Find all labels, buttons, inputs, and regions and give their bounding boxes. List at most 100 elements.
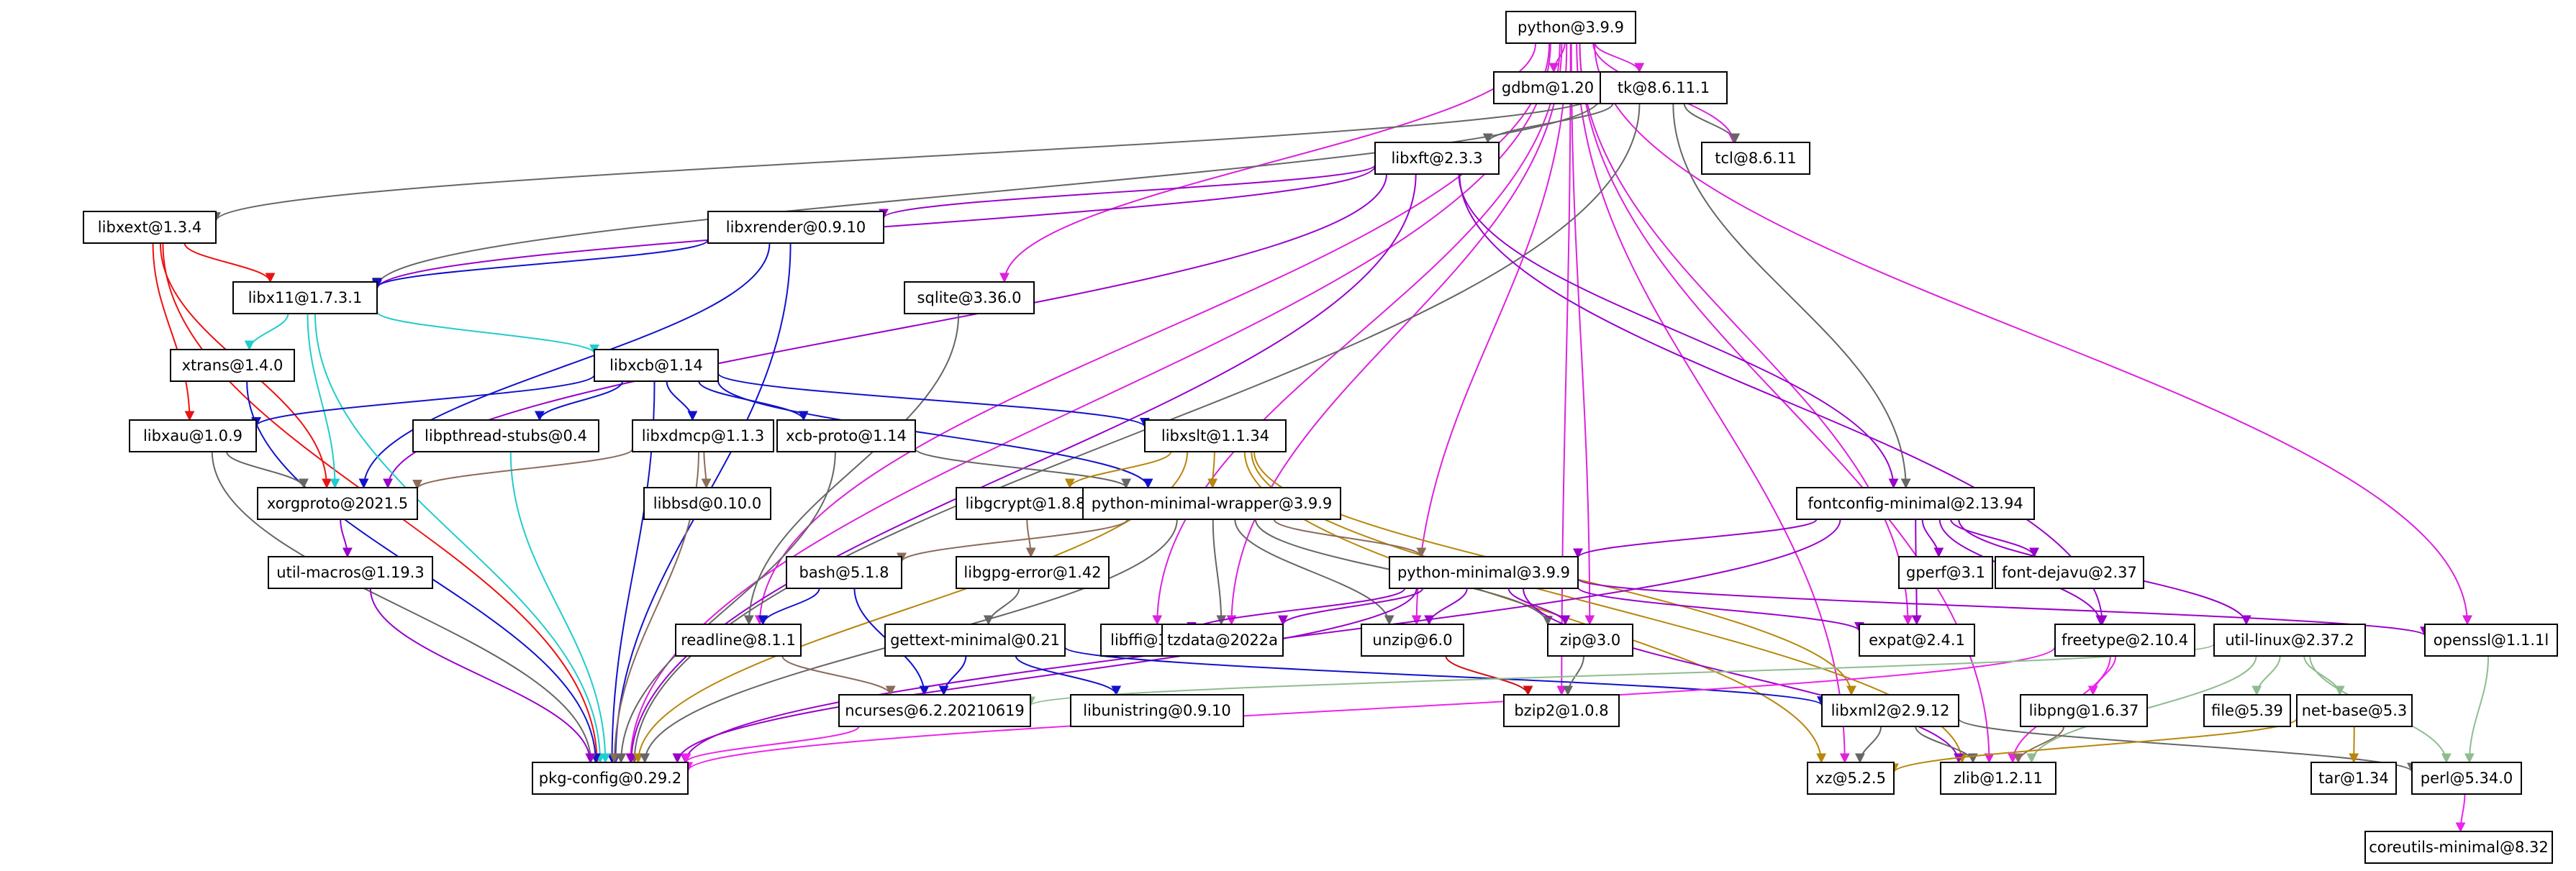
node-label: gettext-minimal@0.21 xyxy=(890,631,1060,649)
edge-gettext-minimal-0-21-to-ncurses-6-2-20210619 xyxy=(938,655,967,696)
edge-libgpg-error-1-42-to-gettext-minimal-0-21 xyxy=(983,588,1020,626)
edge-python-3-9-9-to-readline-8-1-1 xyxy=(754,42,1551,626)
node-tk-8-6-11-1: tk@8.6.11.1 xyxy=(1600,71,1728,104)
node-expat-2-4-1: expat@2.4.1 xyxy=(1859,624,1975,657)
node-libxml2-2-9-12: libxml2@2.9.12 xyxy=(1821,694,1959,727)
node-box xyxy=(707,211,884,244)
node-label: util-macros@1.19.3 xyxy=(276,564,424,581)
node-box xyxy=(956,487,1095,520)
node-box xyxy=(786,556,902,589)
node-box xyxy=(1940,762,2056,795)
node-box xyxy=(83,211,217,244)
node-box xyxy=(170,349,295,382)
node-xz-5-2-5: xz@5.2.5 xyxy=(1807,762,1895,795)
edge-python-minimal-3-9-9-to-expat-2-4-1 xyxy=(1577,586,1864,632)
node-label: libxau@1.0.9 xyxy=(143,427,242,444)
node-box xyxy=(1859,624,1975,657)
node-label: libxrender@0.9.10 xyxy=(726,219,866,236)
edge-libxft-2-3-3-to-fontconfig-minimal-2-13-94 xyxy=(1458,173,1899,489)
node-label: xcb-proto@1.14 xyxy=(786,427,907,444)
edge-python-minimal-wrapper-3-9-9-to-bash-5-1-8 xyxy=(897,519,1128,563)
node-label: gperf@3.1 xyxy=(1906,564,1985,581)
node-label: tk@8.6.11.1 xyxy=(1618,79,1710,96)
edge-freetype-2-10-4-to-libpng-1-6-37 xyxy=(2087,655,2117,696)
edge-python-3-9-9-to-libffi-3-3 xyxy=(1152,42,1561,626)
node-label: libunistring@0.9.10 xyxy=(1083,702,1231,719)
node-bzip2-1-0-8: bzip2@1.0.8 xyxy=(1503,694,1620,727)
edge-libxrender-0-9-10-to-xorgproto-2021-5 xyxy=(358,242,771,489)
node-libxau-1-0-9: libxau@1.0.9 xyxy=(129,419,257,452)
node-libpng-1-6-37: libpng@1.6.37 xyxy=(2020,694,2148,727)
node-xtrans-1-4-0: xtrans@1.4.0 xyxy=(170,349,295,382)
node-box xyxy=(129,419,257,452)
node-libxext-1-3-4: libxext@1.3.4 xyxy=(83,211,217,244)
edge-libxext-1-3-4-to-libx11-1-7-3-1 xyxy=(183,242,276,283)
node-xcb-proto-1-14: xcb-proto@1.14 xyxy=(776,419,916,452)
node-box xyxy=(1898,556,1993,589)
edge-libx11-1-7-3-1-to-pkg-config-0-29-2 xyxy=(314,313,606,764)
node-ncurses-6-2-20210619: ncurses@6.2.20210619 xyxy=(838,694,1031,727)
node-label: coreutils-minimal@8.32 xyxy=(2369,839,2549,856)
node-box xyxy=(1547,624,1633,657)
node-sqlite-3-36-0: sqlite@3.36.0 xyxy=(904,281,1035,314)
edge-freetype-2-10-4-to-pkg-config-0-29-2 xyxy=(683,646,2056,772)
edge-python-3-9-9-to-openssl-1-1-1l xyxy=(1594,42,2472,626)
node-fontconfig-minimal-2-13-94: fontconfig-minimal@2.13.94 xyxy=(1796,487,2035,520)
node-label: file@5.39 xyxy=(2211,702,2283,719)
node-label: libbsd@0.10.0 xyxy=(653,495,761,512)
edge-tk-8-6-11-1-to-fontconfig-minimal-2-13-94 xyxy=(1672,103,1911,489)
node-zlib-1-2-11: zlib@1.2.11 xyxy=(1940,762,2056,795)
node-box xyxy=(412,419,599,452)
node-box xyxy=(838,694,1031,727)
node-libbsd-0-10-0: libbsd@0.10.0 xyxy=(643,487,771,520)
node-label: ncurses@6.2.20210619 xyxy=(845,702,1025,719)
edge-python-3-9-9-to-unzip-6-0 xyxy=(1411,42,1568,626)
node-openssl-1-1-1l: openssl@1.1.1l xyxy=(2424,624,2558,657)
node-box xyxy=(2296,694,2413,727)
edge-tk-8-6-11-1-to-libx11-1-7-3-1 xyxy=(372,97,1601,288)
node-box xyxy=(594,349,719,382)
node-box xyxy=(2411,762,2522,795)
node-label: freetype@2.10.4 xyxy=(2062,631,2188,649)
node-label: libxcb@1.14 xyxy=(609,357,703,374)
node-python-minimal-wrapper-3-9-9: python-minimal-wrapper@3.9.9 xyxy=(1082,487,1341,520)
node-label: libxml2@2.9.12 xyxy=(1831,702,1950,719)
edge-libxft-2-3-3-to-libxrender-0-9-10 xyxy=(879,164,1376,219)
edge-python-3-9-9-to-tk-8-6-11-1 xyxy=(1594,42,1645,73)
node-box xyxy=(2203,694,2291,727)
node-label: font-dejavu@2.37 xyxy=(2002,564,2137,581)
edge-fontconfig-minimal-2-13-94-to-gperf-3-1 xyxy=(1921,519,1944,558)
edge-libxslt-1-1-34-to-libgcrypt-1-8-8 xyxy=(1064,451,1172,489)
node-libxcb-1-14: libxcb@1.14 xyxy=(594,349,719,382)
edge-zip-3-0-to-bzip2-1-0-8 xyxy=(1562,655,1585,696)
edge-libxext-1-3-4-to-libxau-1-0-9 xyxy=(152,242,195,421)
node-label: libx11@1.7.3.1 xyxy=(248,289,363,306)
edge-libx11-1-7-3-1-to-libxcb-1-14 xyxy=(376,311,599,355)
edge-python-3-9-9-to-tzdata-2022a xyxy=(1226,42,1563,626)
node-box xyxy=(2310,762,2397,795)
edge-libxdmcp-1-1-3-to-xorgproto-2021-5 xyxy=(412,448,633,490)
node-gdbm-1-20: gdbm@1.20 xyxy=(1493,71,1602,104)
edge-libxml2-2-9-12-to-zlib-1-2-11 xyxy=(1915,726,1978,764)
edge-python-minimal-wrapper-3-9-9-to-tzdata-2022a xyxy=(1212,519,1227,626)
node-box xyxy=(1807,762,1895,795)
node-label: python-minimal@3.9.9 xyxy=(1397,564,1570,581)
node-util-macros-1-19-3: util-macros@1.19.3 xyxy=(268,556,433,589)
node-coreutils-minimal-8-32: coreutils-minimal@8.32 xyxy=(2364,831,2553,864)
edge-libxcb-1-14-to-libxslt-1-1-34 xyxy=(717,373,1150,429)
node-label: unzip@6.0 xyxy=(1372,631,1452,649)
node-label: xz@5.2.5 xyxy=(1815,770,1886,787)
node-python-3-9-9: python@3.9.9 xyxy=(1505,11,1636,44)
node-box xyxy=(1995,556,2144,589)
node-box xyxy=(1701,142,1810,175)
edge-tk-8-6-11-1-to-libxext-1-3-4 xyxy=(211,93,1601,222)
edge-python-minimal-3-9-9-to-zip-3-0 xyxy=(1507,588,1571,626)
node-box xyxy=(1505,11,1636,44)
node-box xyxy=(232,281,378,314)
node-gperf-3-1: gperf@3.1 xyxy=(1898,556,1993,589)
edge-openssl-1-1-1l-to-perl-5-34-0 xyxy=(2464,655,2490,764)
node-file-5-39: file@5.39 xyxy=(2203,694,2291,727)
edge-libxau-1-0-9-to-xorgproto-2021-5 xyxy=(226,451,309,489)
node-label: libxext@1.3.4 xyxy=(98,219,201,236)
